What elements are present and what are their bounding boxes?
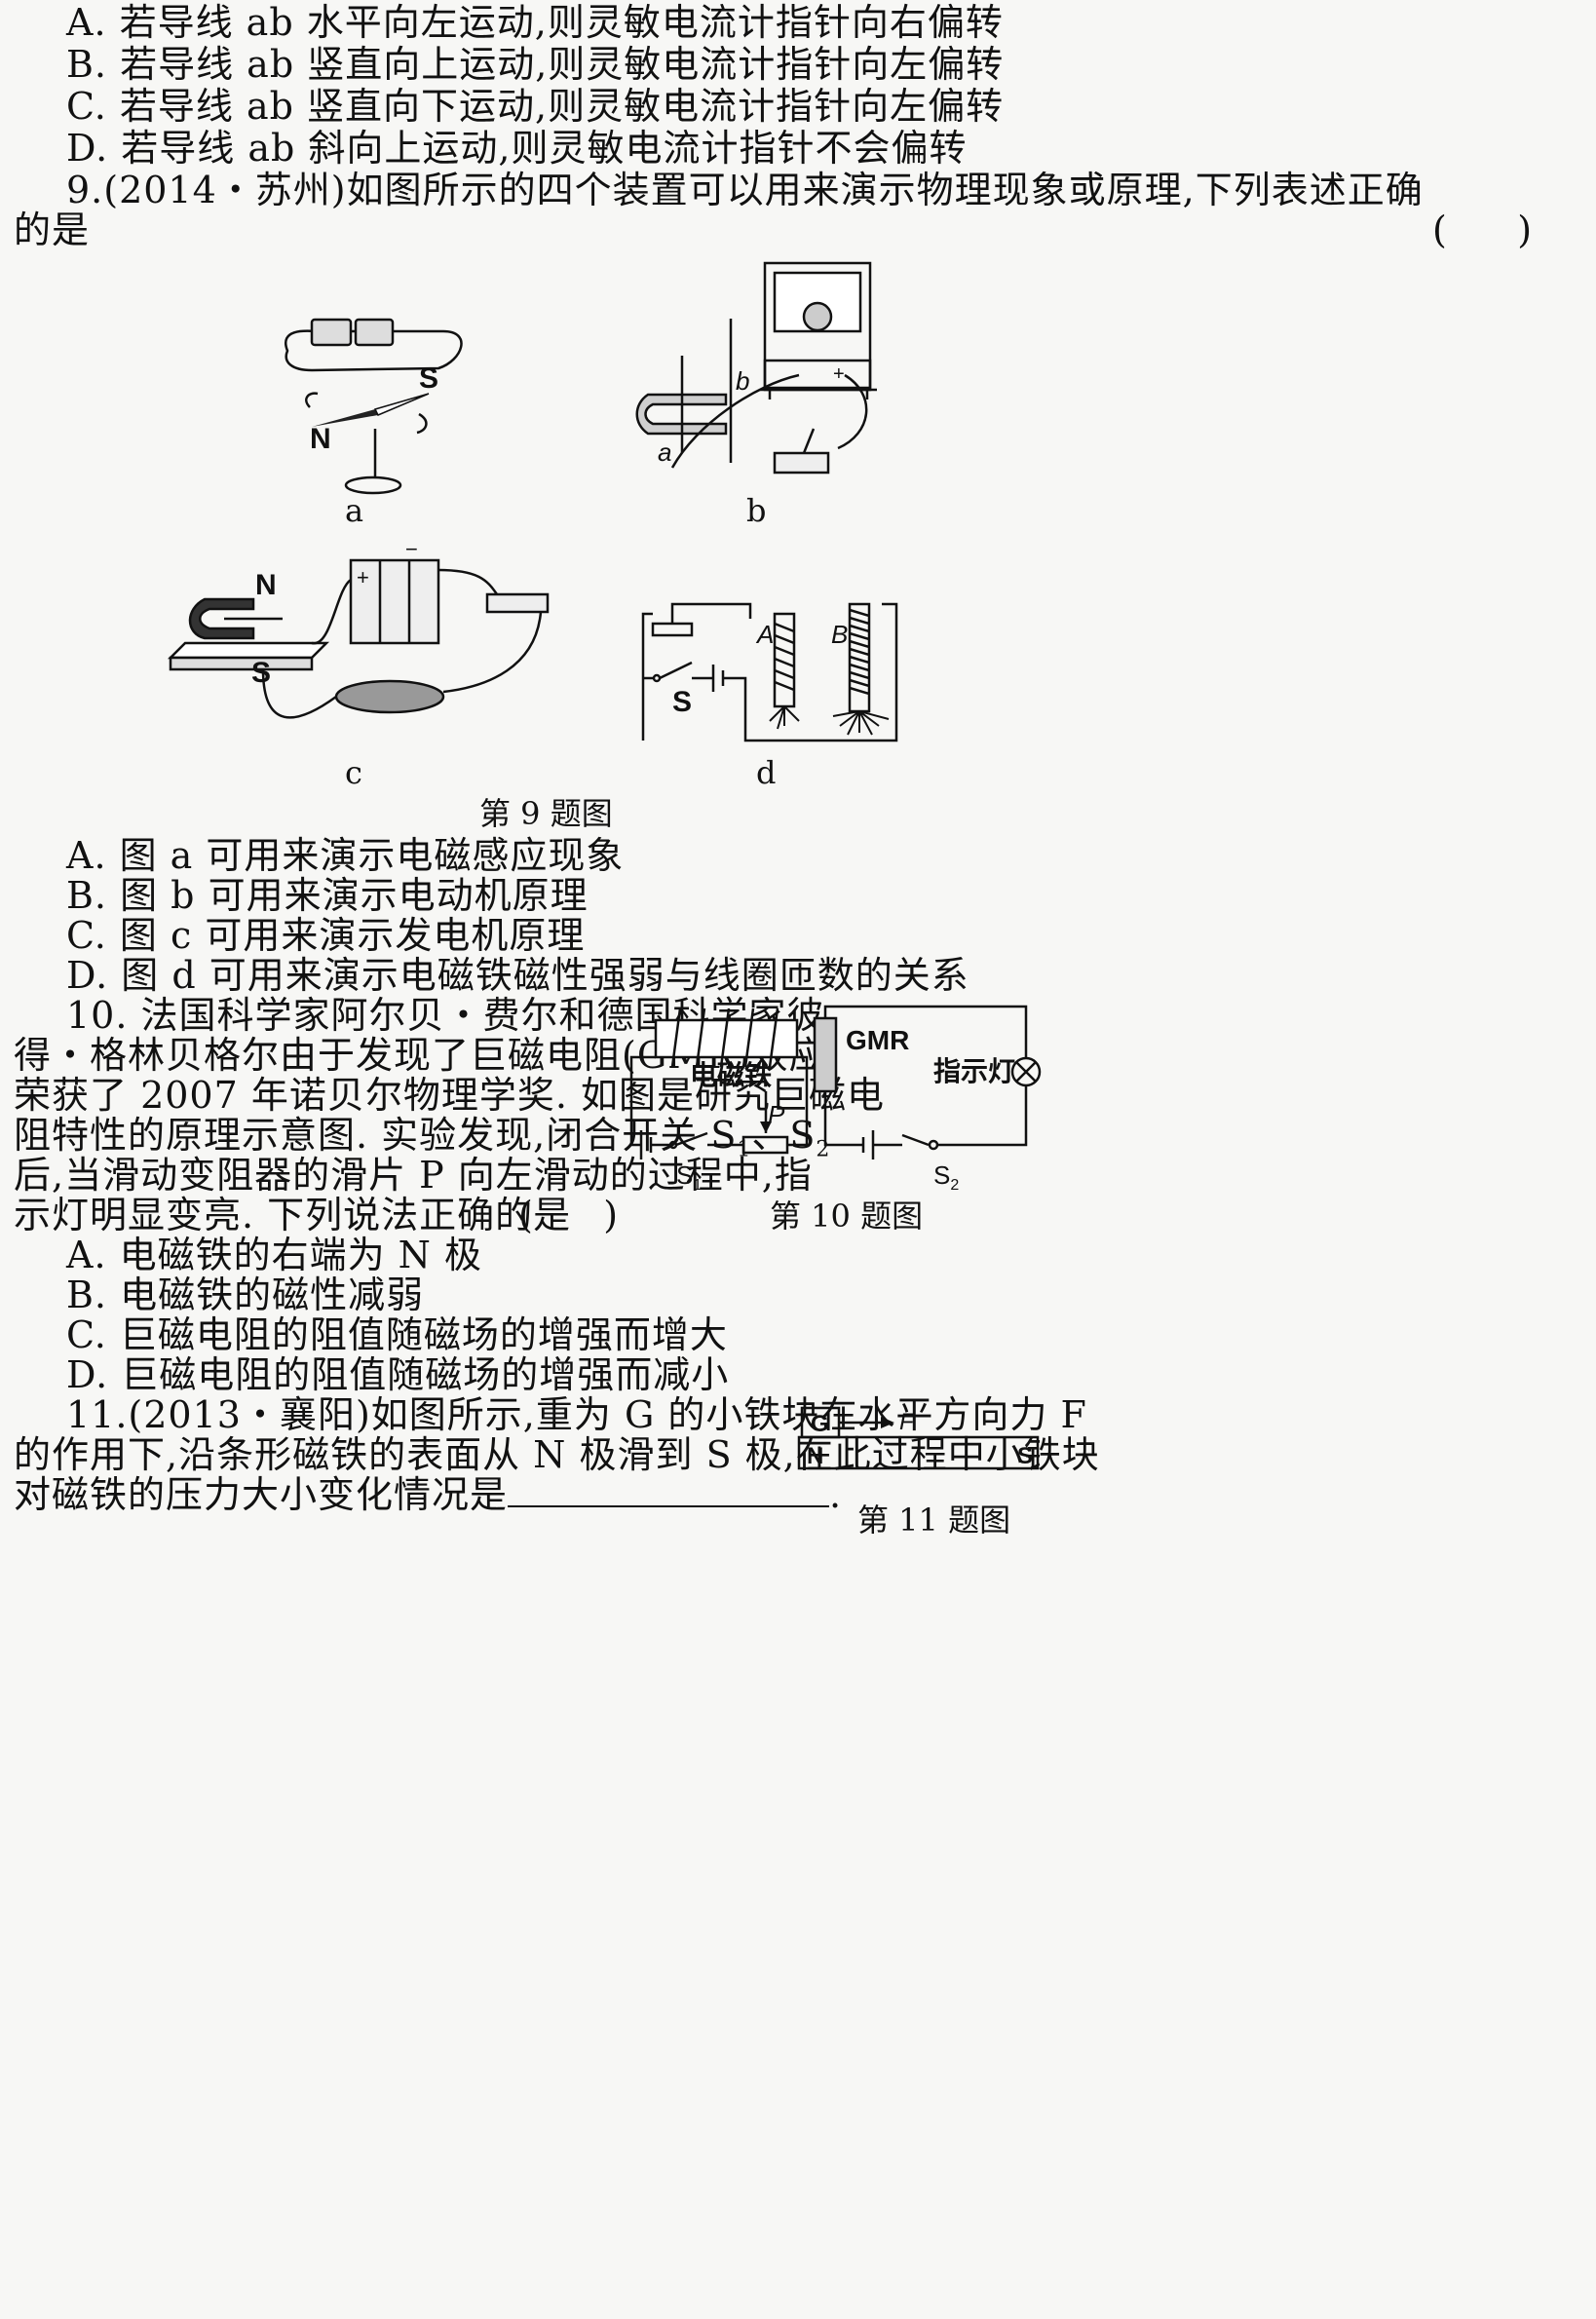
fig9b-diagram: + b a: [635, 261, 877, 475]
fig9d-label-a: A: [755, 620, 774, 649]
fig10-s1: S1: [676, 1160, 702, 1194]
fig9a-label-s: S: [419, 362, 438, 395]
fig10-diagram: GMR 电磁铁 指示灯 P S1 S2: [629, 1005, 1042, 1194]
fig10-s2: S2: [933, 1160, 959, 1194]
q8-option-a: A. 若导线 ab 水平向左运动,则灵敏电流计指针向右偏转: [66, 1, 1004, 44]
fig9b-caption: b: [746, 492, 767, 529]
q11-stem-line3: 对磁铁的压力大小变化情况是.: [14, 1472, 842, 1517]
fig9c-label-n: N: [255, 569, 277, 601]
fig10-p: P: [768, 1100, 785, 1129]
fig9d-label-s: S: [672, 686, 692, 718]
q10-stem-line5: 后,当滑动变阻器的滑片 P 向左滑动的过程中,指: [14, 1154, 813, 1197]
fig11-n: N: [807, 1443, 823, 1469]
fig9b-label-b: b: [736, 366, 749, 396]
fig9d-diagram: A B S: [641, 602, 898, 742]
q9-option-b: B. 图 b 可用来演示电动机原理: [66, 874, 589, 917]
q11-stem-line3-end: .: [829, 1473, 843, 1516]
fig11-g: G: [811, 1411, 829, 1437]
fig9c-plus: +: [357, 565, 369, 589]
fig9a-label-n: N: [310, 423, 331, 455]
q10-option-b: B. 电磁铁的磁性减弱: [66, 1274, 425, 1316]
q10-stem-line6: 示灯明显变亮. 下列说法正确的是: [14, 1194, 572, 1236]
q10-option-c: C. 巨磁电阻的阻值随磁场的增强而增大: [66, 1313, 728, 1356]
fig9c-caption: c: [345, 754, 362, 791]
fig10-caption: 第 10 题图: [770, 1198, 924, 1235]
fig9c-minus: −: [405, 537, 418, 561]
fig9-caption: 第 9 题图: [479, 795, 613, 832]
q10-option-a: A. 电磁铁的右端为 N 极: [66, 1234, 483, 1276]
fig9d-label-b: B: [831, 620, 848, 649]
q10-stem-line4-text: 阻特性的原理示意图. 实验发现,闭合开关 S: [14, 1114, 738, 1157]
q9-option-a: A. 图 a 可用来演示电磁感应现象: [66, 834, 625, 877]
fig9c-label-s: S: [251, 657, 271, 689]
fig11-s: S: [1017, 1443, 1033, 1469]
fig11-caption: 第 11 题图: [857, 1502, 1011, 1539]
fig10-lamp: 指示灯: [933, 1056, 1015, 1086]
q8-option-c: C. 若导线 ab 竖直向下运动,则灵敏电流计指针向左偏转: [66, 85, 1005, 128]
fig9b-label-a: a: [658, 437, 671, 467]
q11-stem-line1: 11.(2013・襄阳)如图所示,重为 G 的小铁块在水平方向力 F: [66, 1393, 1087, 1436]
q10-stem-line3: 荣获了 2007 年诺贝尔物理学奖. 如图是研究巨磁电: [14, 1074, 886, 1117]
q8-option-b: B. 若导线 ab 竖直向上运动,则灵敏电流计指针向左偏转: [66, 43, 1005, 86]
q10-stem-line4: 阻特性的原理示意图. 实验发现,闭合开关 S1、S2: [14, 1113, 830, 1173]
q8-option-d: D. 若导线 ab 斜向上运动,则灵敏电流计指针不会偏转: [66, 127, 968, 170]
q9-stem-line2: 的是: [14, 209, 91, 251]
q9-stem-line1: 9.(2014・苏州)如图所示的四个装置可以用来演示物理现象或原理,下列表述正确: [66, 169, 1424, 211]
fig11-f: F: [899, 1409, 915, 1435]
fig11-diagram: G F N S: [797, 1406, 1040, 1470]
fig10-gmr: GMR: [846, 1025, 909, 1055]
fig9d-caption: d: [756, 754, 777, 791]
q11-answer-blank[interactable]: [508, 1472, 830, 1507]
q9-option-c: C. 图 c 可用来演示发电机原理: [66, 914, 586, 957]
fig9a-caption: a: [345, 492, 364, 529]
q10-s-sep: 、S: [751, 1114, 817, 1157]
fig9b-plus: +: [833, 363, 845, 385]
q9-option-d: D. 图 d 可用来演示电磁铁磁性强弱与线圈匝数的关系: [66, 954, 969, 997]
fig10-electromagnet: 电磁铁: [690, 1060, 772, 1090]
fig9c-diagram: N S + −: [167, 537, 550, 719]
fig9a-diagram: N S: [284, 318, 463, 495]
q10-answer-paren: ( ): [518, 1194, 619, 1236]
q10-option-d: D. 巨磁电阻的阻值随磁场的增强而减小: [66, 1353, 730, 1396]
q11-stem-line3-text: 对磁铁的压力大小变化情况是: [14, 1473, 509, 1516]
q9-answer-paren: ( ): [1432, 209, 1533, 251]
